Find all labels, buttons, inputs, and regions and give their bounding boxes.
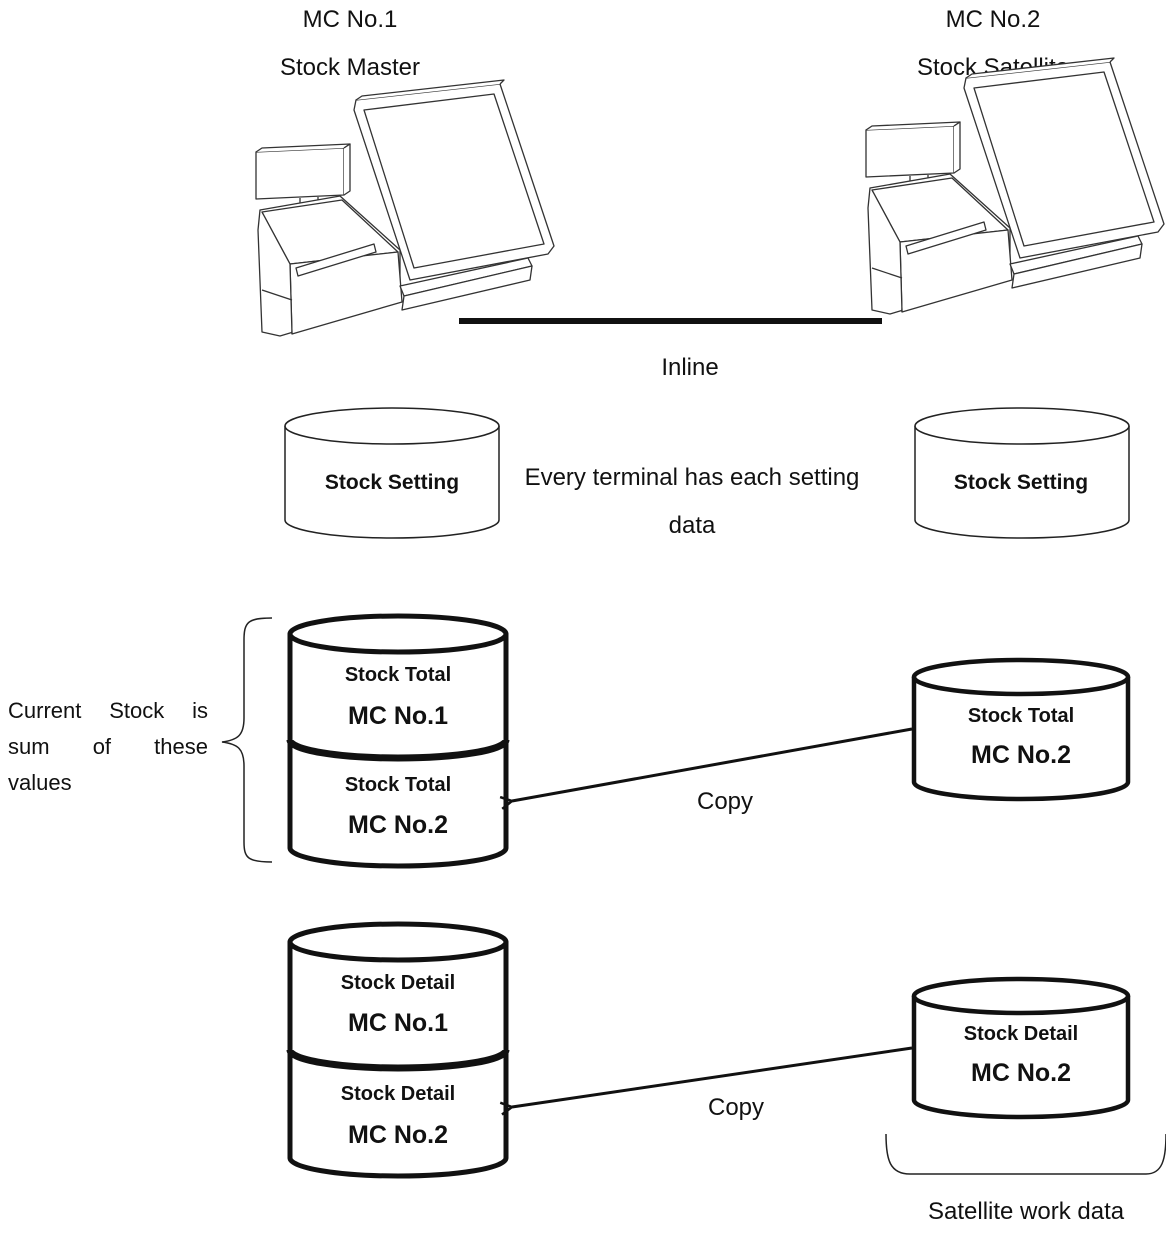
stock-total-stack-cylinder bbox=[286, 613, 510, 869]
note-word: values bbox=[8, 770, 72, 795]
pos-terminal-satellite-icon bbox=[865, 57, 1165, 315]
current-stock-brace bbox=[221, 617, 273, 863]
copy-details-label: Copy bbox=[708, 1094, 765, 1121]
stock-detail-top-mc: MC No.1 bbox=[348, 1009, 448, 1037]
satellite-work-label: Satellite work data bbox=[928, 1198, 1125, 1225]
stock-detail-satellite-title: Stock Detail bbox=[964, 1023, 1078, 1045]
stock-total-top-title: Stock Total bbox=[345, 664, 451, 686]
stock-total-satellite-cylinder bbox=[911, 657, 1131, 802]
note-word: sum bbox=[8, 734, 50, 759]
stock-detail-satellite-cylinder bbox=[911, 976, 1131, 1120]
inline-label: Inline bbox=[661, 354, 719, 381]
pos-terminal-master-icon bbox=[255, 79, 555, 337]
copy-details-arrow bbox=[512, 1046, 913, 1107]
copy-totals-arrow bbox=[512, 727, 913, 801]
stock-detail-satellite-mc: MC No.2 bbox=[971, 1059, 1071, 1087]
copy-totals-label: Copy bbox=[697, 788, 754, 815]
note-word: of bbox=[92, 734, 112, 759]
stock-setting-left-label: Stock Setting bbox=[325, 471, 459, 494]
current-stock-note: Current Stock is sum of these values bbox=[8, 693, 208, 801]
stock-total-top-mc: MC No.1 bbox=[348, 702, 448, 730]
note-word: these bbox=[154, 734, 208, 759]
stock-total-satellite-title: Stock Total bbox=[968, 705, 1074, 727]
stock-detail-top-title: Stock Detail bbox=[341, 972, 455, 994]
satellite-mc-label: MC No.2 bbox=[945, 6, 1041, 33]
stock-detail-bottom-mc: MC No.2 bbox=[348, 1121, 448, 1149]
master-mc-label: MC No.1 bbox=[302, 6, 398, 33]
stock-setting-right-label: Stock Setting bbox=[954, 471, 1088, 494]
stock-total-bottom-title: Stock Total bbox=[345, 774, 451, 796]
note-word: Stock bbox=[109, 698, 165, 723]
stock-detail-bottom-title: Stock Detail bbox=[341, 1083, 455, 1105]
note-word: Current bbox=[8, 698, 82, 723]
stock-setting-left-cylinder bbox=[284, 407, 500, 539]
stock-total-bottom-mc: MC No.2 bbox=[348, 811, 448, 839]
satellite-work-bracket bbox=[885, 1133, 1166, 1175]
master-role-label: Stock Master bbox=[279, 54, 421, 81]
stock-total-satellite-mc: MC No.2 bbox=[971, 741, 1071, 769]
stock-detail-stack-cylinder bbox=[286, 921, 510, 1179]
setting-note-line2: data bbox=[668, 512, 716, 539]
stock-setting-right-cylinder bbox=[914, 407, 1130, 539]
setting-note-line1: Every terminal has each setting bbox=[524, 464, 860, 491]
note-word: is bbox=[192, 698, 208, 723]
